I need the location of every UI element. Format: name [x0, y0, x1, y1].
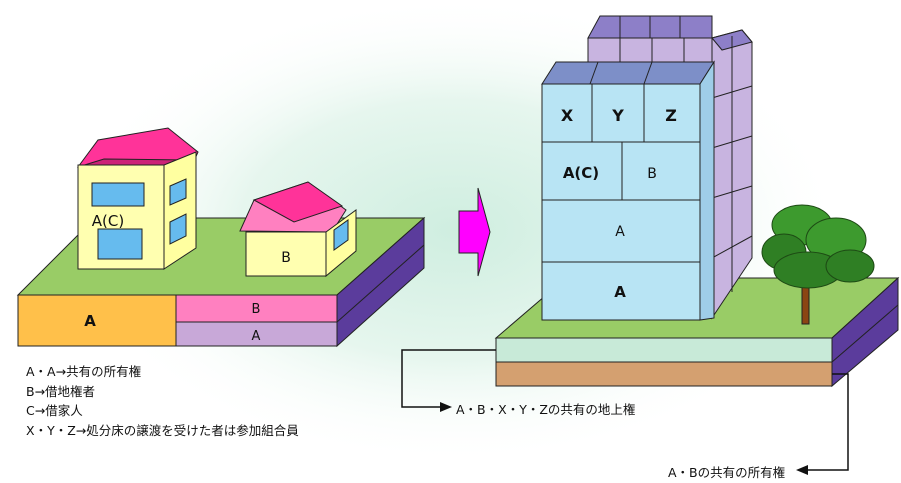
- right-ground-front-land: [495, 361, 833, 387]
- surface-rights-arrowhead: [440, 402, 452, 412]
- house-big-window: [97, 228, 143, 260]
- building-roof: [541, 61, 715, 85]
- slab-front-left-label: A: [84, 312, 96, 330]
- floor-a-label: A: [615, 224, 625, 240]
- house-big: [77, 127, 199, 270]
- legend-item: A・A→共有の所有権: [26, 364, 142, 379]
- legend-item: B→借地権者: [26, 383, 96, 399]
- legend-item: X・Y・Z→処分床の譲渡を受けた者は参加組合員: [26, 422, 299, 438]
- unit-x-label: X: [561, 106, 574, 125]
- left-ground-front-a: [17, 294, 177, 347]
- house-small-front: [245, 231, 327, 277]
- slab-front-right-bottom-label: A: [252, 329, 261, 344]
- house-big-side: [163, 151, 197, 270]
- ownership-arrowhead: [796, 465, 808, 475]
- front-building: [541, 60, 715, 321]
- unit-ac-label: A(C): [563, 164, 599, 182]
- house-small-label: B: [281, 250, 291, 266]
- surface-rights-connector: [401, 349, 496, 408]
- transition-arrow: [458, 187, 491, 277]
- floor-a2-label: A: [614, 283, 626, 301]
- trees: [761, 204, 875, 325]
- legend-item: C→借家人: [26, 403, 83, 418]
- ownership-connector: [808, 373, 849, 471]
- ownership-note: A・Bの共有の所有権: [668, 465, 786, 480]
- house-big-label: A(C): [92, 212, 124, 230]
- unit-z-label: Z: [665, 106, 677, 125]
- building-side: [711, 29, 753, 320]
- left-ground-front-b: [175, 294, 338, 323]
- legend: A・A→共有の所有権 B→借地権者 C→借家人 X・Y・Z→処分床の譲渡を受けた…: [26, 362, 299, 440]
- right-scene: X Y Z A(C) B A A: [401, 15, 900, 475]
- left-scene: A(C) B A B A: [16, 127, 426, 348]
- unit-b-label: B: [647, 166, 657, 182]
- right-ground-front-surface: [495, 337, 833, 363]
- building-front: [541, 83, 701, 321]
- unit-y-label: Y: [611, 106, 624, 125]
- left-ground-front-a2: [175, 321, 338, 347]
- slab-front-right-top-label: B: [252, 302, 261, 317]
- house-big-window: [91, 182, 145, 207]
- surface-rights-note: A・B・X・Y・Zの共有の地上権: [456, 402, 636, 417]
- house-small: [239, 181, 357, 278]
